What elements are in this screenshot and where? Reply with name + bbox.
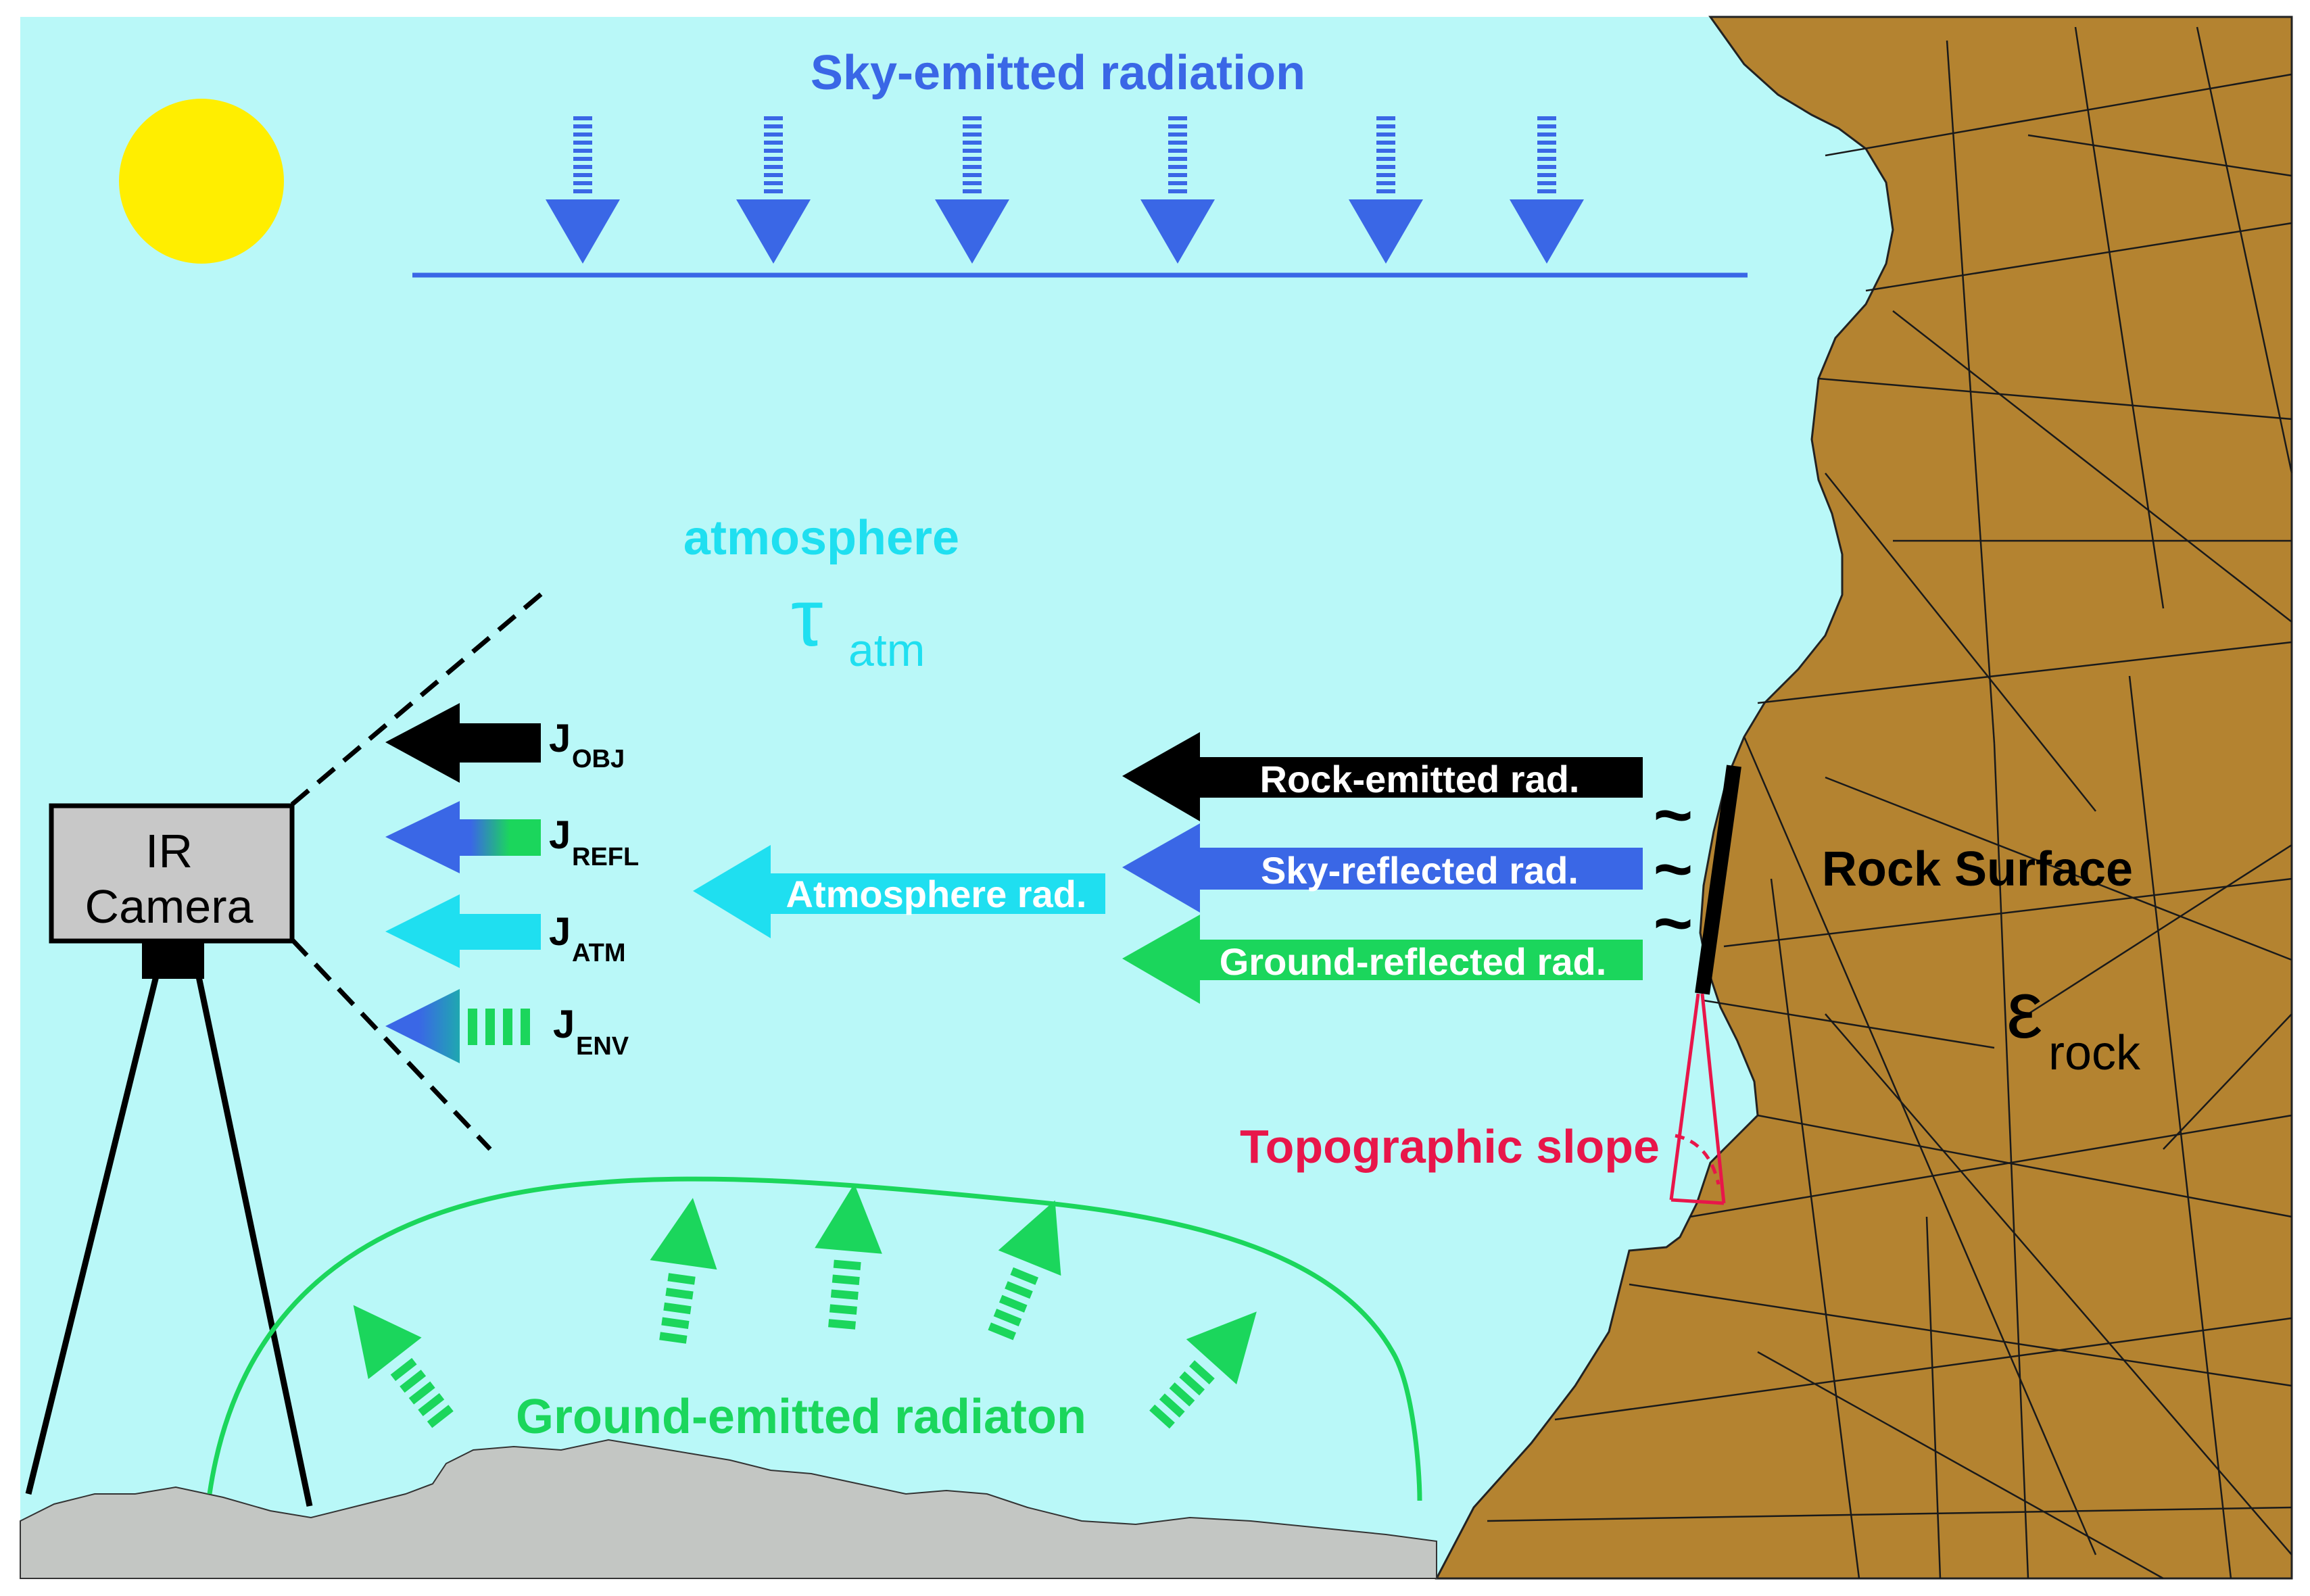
j-refl-label: J — [549, 813, 571, 857]
sky-arrows — [546, 116, 1584, 264]
j-env-arrowhead — [385, 989, 460, 1063]
ground-arrows — [353, 1183, 1257, 1429]
j-env-dashes — [468, 1009, 530, 1045]
sky-reflected-arrow — [1122, 823, 1643, 913]
epsilon-subscript: rock — [2048, 1026, 2141, 1080]
ground-arrow — [353, 1305, 454, 1428]
j-obj-arrow — [385, 703, 541, 783]
j-refl-arrow — [385, 801, 541, 873]
tilde-3: ~ — [1654, 886, 1693, 961]
atmosphere-rad-arrow — [693, 845, 1105, 938]
topographic-slope-label: Topographic slope — [1240, 1120, 1660, 1173]
ground-arrow — [1149, 1311, 1257, 1429]
j-env-subscript: ENV — [576, 1032, 629, 1061]
fov-lower-line — [290, 938, 492, 1151]
sky-arrow — [1349, 116, 1423, 264]
ground-emission-dome — [207, 1176, 1422, 1501]
rock-emitted-label: Rock-emitted rad. — [1260, 758, 1580, 800]
atmosphere-label: atmosphere — [683, 511, 959, 565]
camera-label-line2: Camera — [85, 880, 254, 933]
j-obj-label: J — [549, 717, 571, 760]
sky-arrow — [546, 116, 620, 264]
j-env-label: J — [553, 1002, 575, 1046]
sky-arrow — [935, 116, 1009, 264]
rock-fractures — [1487, 26, 2293, 1580]
sky-emitted-label: Sky-emitted radiation — [811, 46, 1305, 100]
epsilon-symbol: ε — [2006, 965, 2043, 1055]
j-atm-label: J — [549, 910, 571, 954]
atmosphere-rad-label: Atmosphere rad. — [786, 873, 1087, 915]
ground — [20, 1438, 1437, 1579]
slope-angle-icon — [1669, 993, 1726, 1205]
sky-arrow — [1140, 116, 1215, 264]
rock-emitted-arrow — [1122, 732, 1643, 821]
ground-arrow — [815, 1183, 882, 1330]
j-refl-subscript: REFL — [572, 843, 639, 871]
rock-surface-label: Rock Surface — [1822, 842, 2133, 896]
ground-arrow — [988, 1200, 1061, 1340]
ir-camera-icon — [25, 803, 313, 1507]
camera-body — [49, 803, 295, 944]
sky-arrow — [736, 116, 811, 264]
j-atm-subscript: ATM — [572, 939, 626, 967]
ground-arrow — [650, 1198, 717, 1344]
sun-icon — [119, 99, 284, 264]
tilde-2: ~ — [1654, 831, 1693, 907]
tau-symbol: τ — [791, 573, 823, 663]
tau-subscript: atm — [848, 625, 925, 676]
j-atm-arrow — [385, 894, 541, 968]
ground-reflected-label: Ground-reflected rad. — [1220, 940, 1607, 983]
camera-label-line1: IR — [145, 825, 193, 877]
ground-emitted-label: Ground-emitted radiaton — [516, 1390, 1086, 1444]
sky-arrow — [1510, 116, 1584, 264]
fov-upper-line — [290, 589, 546, 806]
j-obj-subscript: OBJ — [572, 745, 625, 773]
sky-reflected-label: Sky-reflected rad. — [1261, 849, 1579, 892]
rock-surface-segment — [1695, 765, 1741, 995]
tilde-1: ~ — [1654, 777, 1693, 853]
rock-cliff — [1435, 16, 2293, 1580]
ground-reflected-arrow — [1122, 915, 1643, 1004]
